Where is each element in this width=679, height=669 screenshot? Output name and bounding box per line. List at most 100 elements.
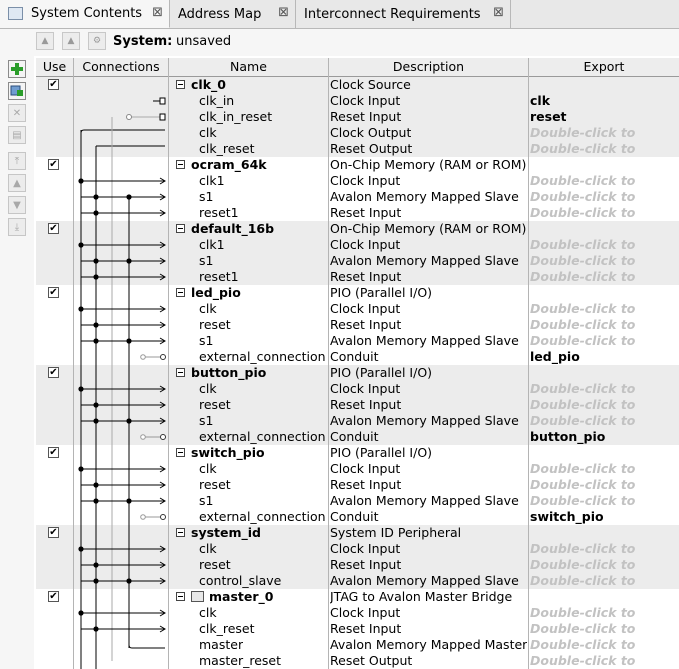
- export-placeholder[interactable]: Double-click to: [530, 269, 636, 284]
- use-checkbox[interactable]: ✔: [48, 447, 59, 458]
- component-name[interactable]: system_id: [191, 525, 261, 540]
- collapse-icon[interactable]: [176, 368, 185, 377]
- collapse-icon[interactable]: [176, 592, 185, 601]
- use-checkbox[interactable]: ✔: [48, 79, 59, 90]
- move-bottom-icon[interactable]: ⤓: [8, 218, 26, 236]
- collapse-icon[interactable]: [176, 80, 185, 89]
- edit-icon[interactable]: ▤: [8, 126, 26, 144]
- export-placeholder[interactable]: Double-click to: [530, 557, 636, 572]
- add-connection-icon[interactable]: [8, 82, 26, 100]
- tab-interconnect-requirements[interactable]: Interconnect Requirements ⊠: [296, 0, 511, 28]
- export-placeholder[interactable]: Double-click to: [530, 605, 636, 620]
- connections-diagram[interactable]: [74, 77, 169, 669]
- component-name[interactable]: clk_0: [191, 77, 226, 92]
- component-name[interactable]: default_16b: [191, 221, 275, 236]
- export-placeholder[interactable]: Double-click to: [530, 413, 636, 428]
- move-down-icon[interactable]: ▼: [8, 196, 26, 214]
- tab-address-map[interactable]: Address Map ⊠: [170, 0, 296, 28]
- use-checkbox[interactable]: ✔: [48, 591, 59, 602]
- export-placeholder[interactable]: Double-click to: [530, 301, 636, 316]
- header-connections[interactable]: Connections: [74, 58, 169, 76]
- x-icon[interactable]: ✕: [8, 104, 26, 122]
- header-name[interactable]: Name: [169, 58, 329, 76]
- move-top-icon[interactable]: ▲: [36, 32, 54, 50]
- export-placeholder[interactable]: Double-click to: [530, 237, 636, 252]
- export-name[interactable]: switch_pio: [530, 509, 604, 524]
- export-placeholder[interactable]: Double-click to: [530, 317, 636, 332]
- system-settings-icon[interactable]: ⚙: [88, 32, 106, 50]
- export-name[interactable]: reset: [530, 109, 567, 124]
- export-placeholder[interactable]: Double-click to: [530, 189, 636, 204]
- use-checkbox[interactable]: ✔: [48, 159, 59, 170]
- close-tab-icon[interactable]: ⊠: [152, 5, 163, 20]
- export-name[interactable]: led_pio: [530, 349, 580, 364]
- collapse-icon[interactable]: [176, 448, 185, 457]
- export-placeholder[interactable]: Double-click to: [530, 637, 636, 652]
- close-tab-icon[interactable]: ⊠: [278, 5, 289, 20]
- component-name[interactable]: master_0: [191, 589, 273, 605]
- export-placeholder[interactable]: Double-click to: [530, 141, 636, 156]
- export-placeholder[interactable]: Double-click to: [530, 541, 636, 556]
- export-placeholder[interactable]: Double-click to: [530, 493, 636, 508]
- export-placeholder[interactable]: Double-click to: [530, 205, 636, 220]
- export-name[interactable]: button_pio: [530, 429, 606, 444]
- collapse-icon[interactable]: [176, 528, 185, 537]
- move-top-icon[interactable]: ⤒: [8, 152, 26, 170]
- collapse-icon[interactable]: [176, 288, 185, 297]
- use-checkbox[interactable]: ✔: [48, 223, 59, 234]
- export-placeholder[interactable]: Double-click to: [530, 573, 636, 588]
- export-placeholder[interactable]: Double-click to: [530, 653, 636, 668]
- export-placeholder[interactable]: Double-click to: [530, 381, 636, 396]
- export-placeholder[interactable]: Double-click to: [530, 461, 636, 476]
- component-name[interactable]: ocram_64k: [191, 157, 267, 172]
- export-placeholder[interactable]: Double-click to: [530, 477, 636, 492]
- export-name[interactable]: clk: [530, 93, 551, 108]
- export-placeholder[interactable]: Double-click to: [530, 621, 636, 636]
- collapse-icon[interactable]: [176, 224, 185, 233]
- close-tab-icon[interactable]: ⊠: [493, 5, 504, 20]
- move-up-icon[interactable]: ▲: [62, 32, 80, 50]
- export-placeholder[interactable]: Double-click to: [530, 397, 636, 412]
- tab-system-contents[interactable]: System Contents ⊠: [0, 0, 170, 28]
- use-checkbox[interactable]: ✔: [48, 367, 59, 378]
- use-checkbox[interactable]: ✔: [48, 527, 59, 538]
- component-name[interactable]: switch_pio: [191, 445, 265, 460]
- export-placeholder[interactable]: Double-click to: [530, 333, 636, 348]
- use-checkbox[interactable]: ✔: [48, 287, 59, 298]
- export-placeholder[interactable]: Double-click to: [530, 173, 636, 188]
- export-placeholder[interactable]: Double-click to: [530, 253, 636, 268]
- header-use[interactable]: Use: [36, 58, 74, 76]
- header-description[interactable]: Description: [329, 58, 529, 76]
